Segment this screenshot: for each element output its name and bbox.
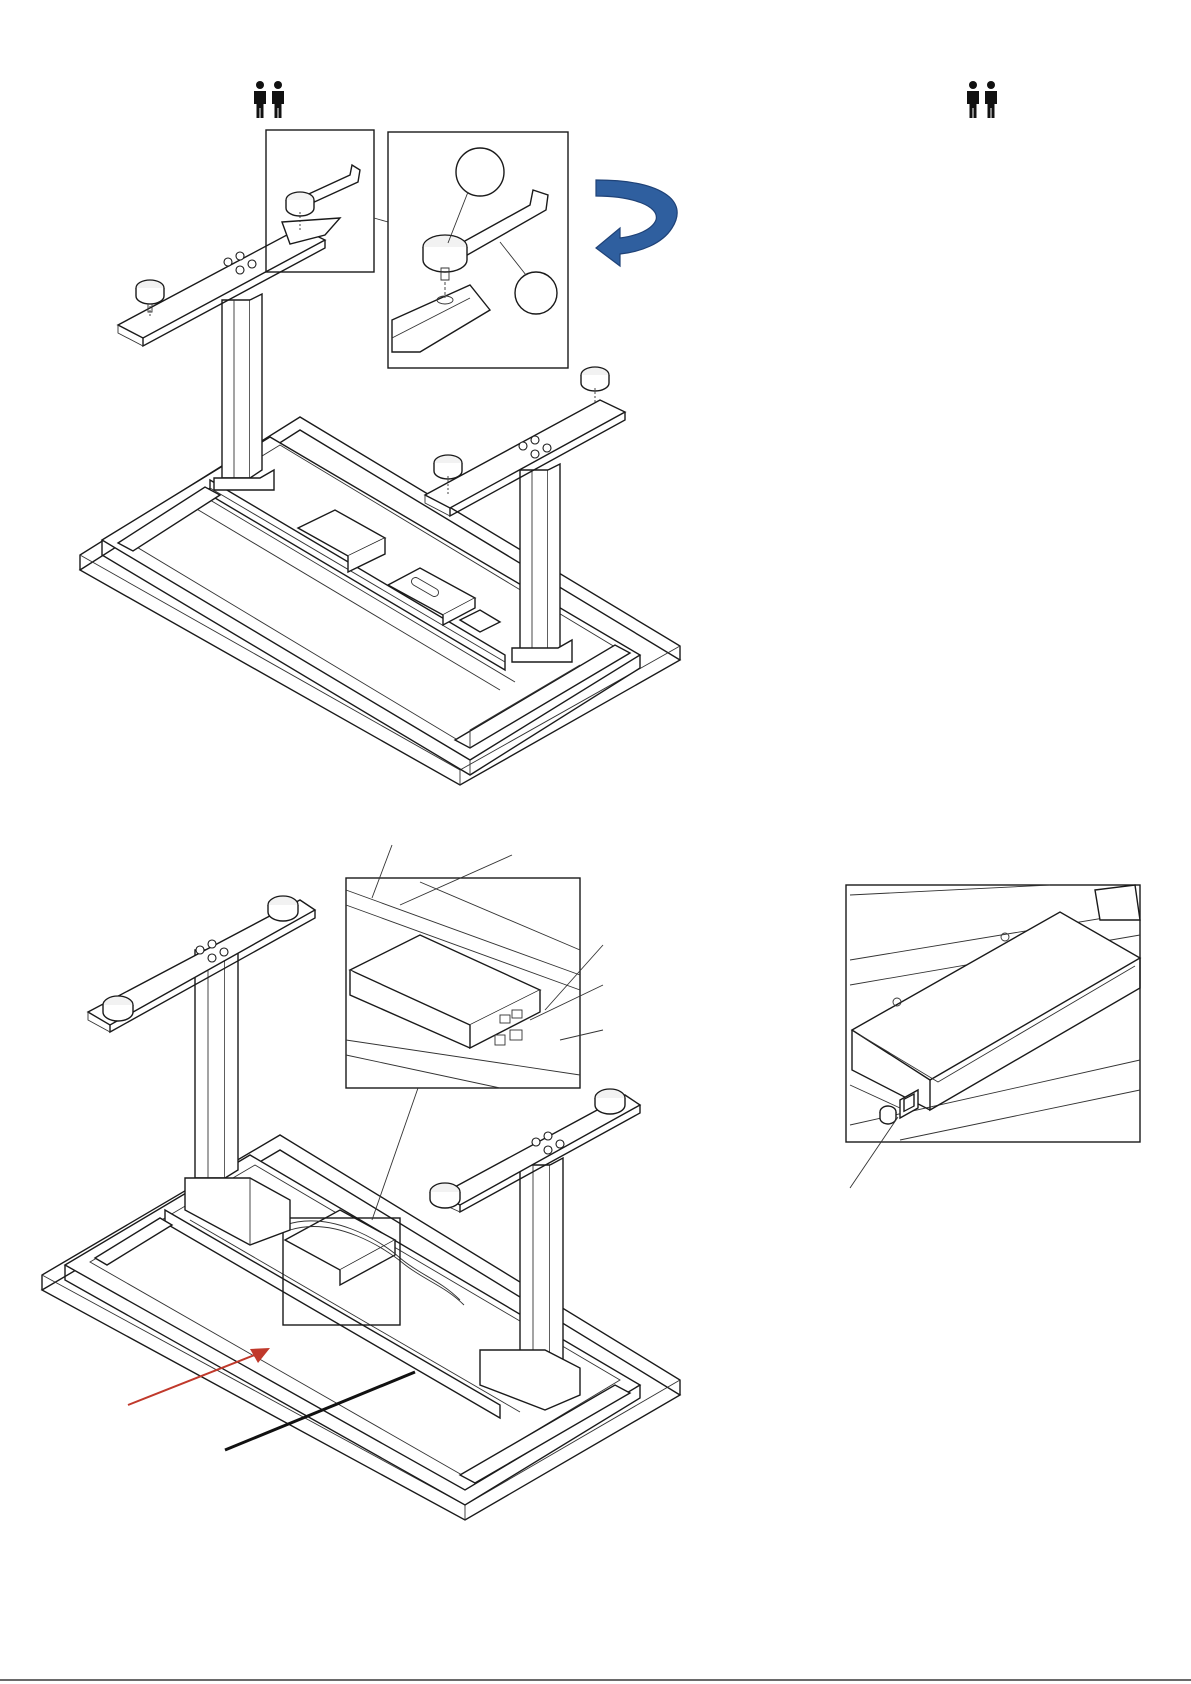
step1-illustration (80, 130, 680, 785)
step3-illustration (846, 885, 1140, 1188)
curved-rotate-arrow-icon (596, 180, 677, 266)
step2-illustration (42, 845, 680, 1520)
